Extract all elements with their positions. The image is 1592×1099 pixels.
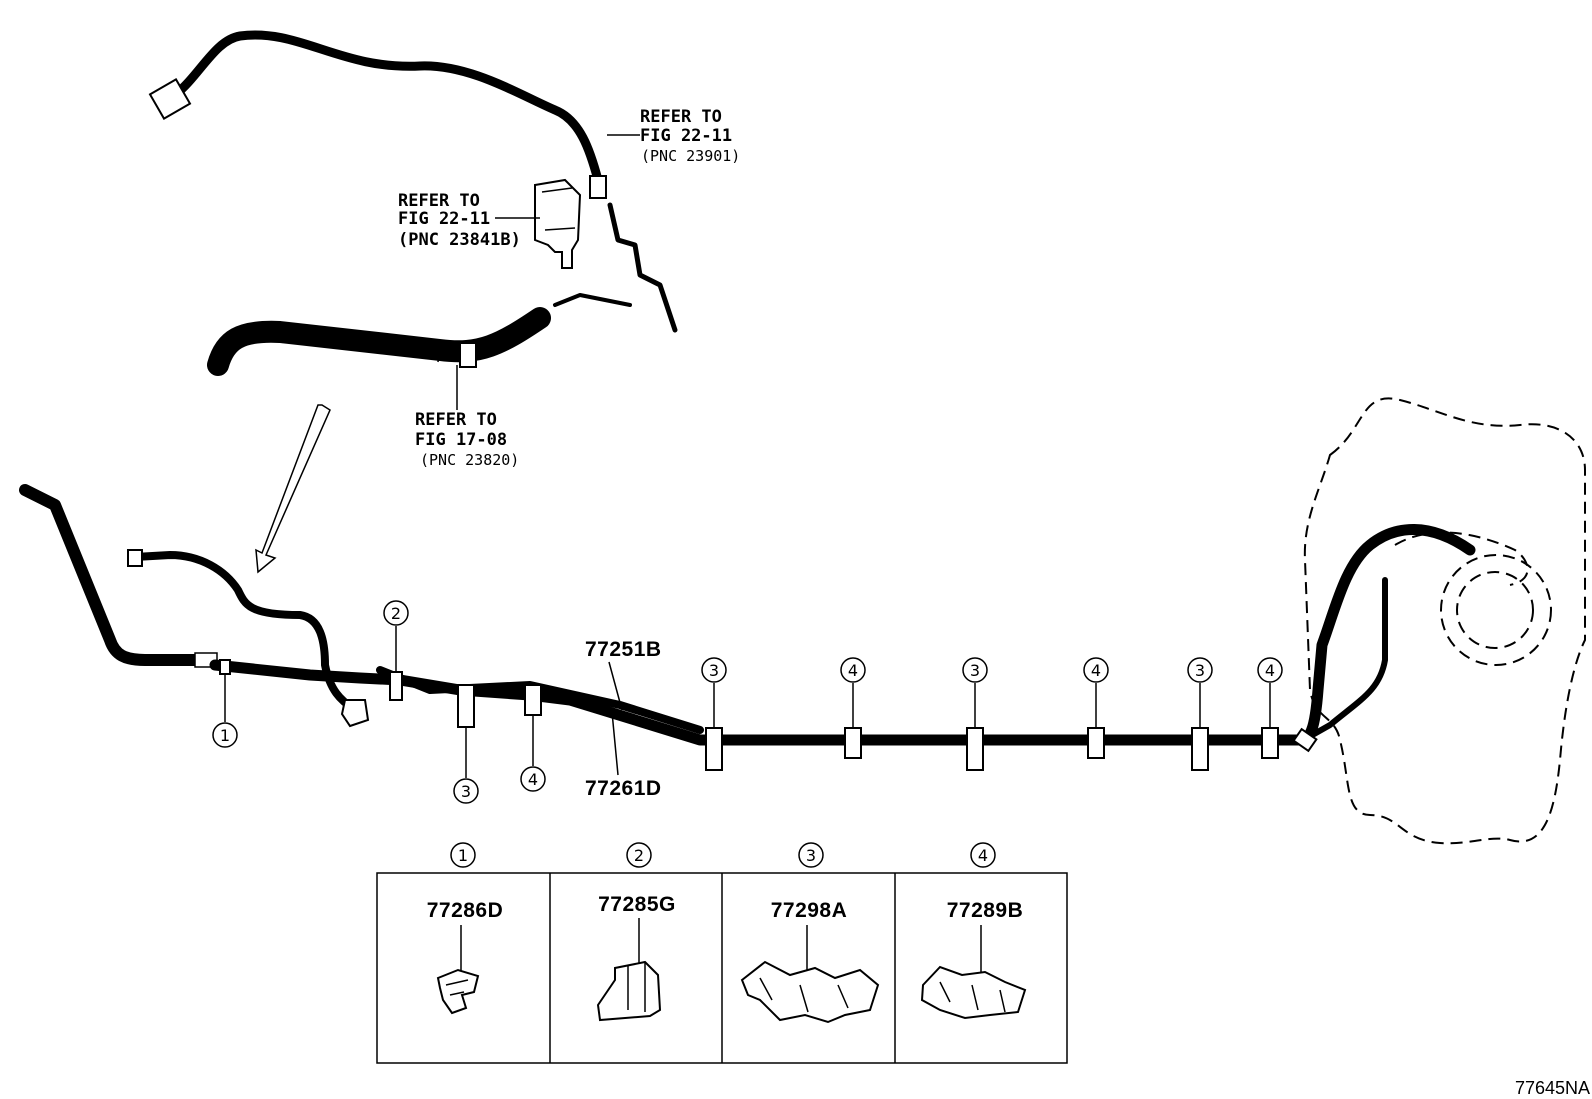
clamp-77298a-drawing (740, 925, 880, 1024)
leader-77261d (611, 711, 619, 776)
direction-arrow (255, 404, 331, 574)
callout-3-b: 3 (701, 657, 727, 728)
legend-key-4: 4 (970, 842, 996, 868)
ref-23901-line1: REFER TO (640, 107, 722, 127)
ref-23841b-pnc: (PNC 23841B) (398, 230, 521, 250)
svg-text:3: 3 (461, 782, 471, 801)
breather-line (127, 549, 370, 728)
ref-23820-line2: FIG 17-08 (415, 430, 507, 450)
brake-lines-upper (553, 202, 678, 333)
main-fuel-lines (209, 524, 1476, 753)
clamp-77286d-drawing (436, 925, 480, 1015)
callout-4-a: 4 (520, 715, 546, 792)
callout-4-d: 4 (1257, 657, 1283, 728)
svg-text:3: 3 (1195, 661, 1205, 680)
svg-text:3: 3 (806, 846, 816, 865)
filler-hose (207, 307, 551, 376)
callout-3-c: 3 (962, 657, 988, 728)
vapor-hose-upper (148, 30, 607, 199)
legend-part-77286d: 77286D (427, 899, 504, 922)
svg-text:4: 4 (1091, 661, 1101, 680)
svg-text:3: 3 (970, 661, 980, 680)
clamp-77285g-drawing (596, 918, 662, 1022)
svg-text:4: 4 (528, 770, 538, 789)
legend-part-77298a: 77298A (771, 899, 848, 922)
clamp-77289b-drawing (920, 925, 1027, 1020)
callout-2: 2 (383, 600, 409, 672)
clamps (219, 659, 1279, 771)
svg-text:1: 1 (220, 726, 230, 745)
legend-part-77285g: 77285G (598, 893, 676, 916)
svg-text:2: 2 (391, 604, 401, 623)
svg-text:1: 1 (458, 846, 468, 865)
part-number-77251b: 77251B (585, 638, 662, 661)
ref-23841b-line2: FIG 22-11 (398, 209, 490, 229)
ref-23901-pnc: (PNC 23901) (641, 147, 740, 165)
legend-table (376, 872, 1068, 1064)
legend-key-2: 2 (626, 842, 652, 868)
legend-key-1: 1 (450, 842, 476, 868)
callout-4-c: 4 (1083, 657, 1109, 728)
filler-pipe-left (19, 484, 218, 668)
callout-1: 1 (212, 674, 238, 748)
ref-23841b-line1: REFER TO (398, 191, 480, 211)
svg-text:4: 4 (1265, 661, 1275, 680)
ref-23820-line1: REFER TO (415, 410, 497, 430)
ref-23901-line2: FIG 22-11 (640, 126, 732, 146)
fuel-tank-outline (1303, 397, 1586, 845)
svg-text:4: 4 (978, 846, 988, 865)
ref-23820-pnc: (PNC 23820) (420, 451, 519, 469)
legend-part-77289b: 77289B (947, 899, 1024, 922)
legend-key-3: 3 (798, 842, 824, 868)
illustration-code: 77645NA (1515, 1078, 1590, 1098)
leader-77251b (608, 661, 623, 711)
svg-text:3: 3 (709, 661, 719, 680)
canister-bracket (534, 178, 582, 269)
callout-3-a: 3 (453, 727, 479, 804)
callout-3-d: 3 (1187, 657, 1213, 728)
svg-text:2: 2 (634, 846, 644, 865)
part-number-77261d: 77261D (585, 777, 662, 800)
svg-text:4: 4 (848, 661, 858, 680)
callout-4-b: 4 (840, 657, 866, 728)
